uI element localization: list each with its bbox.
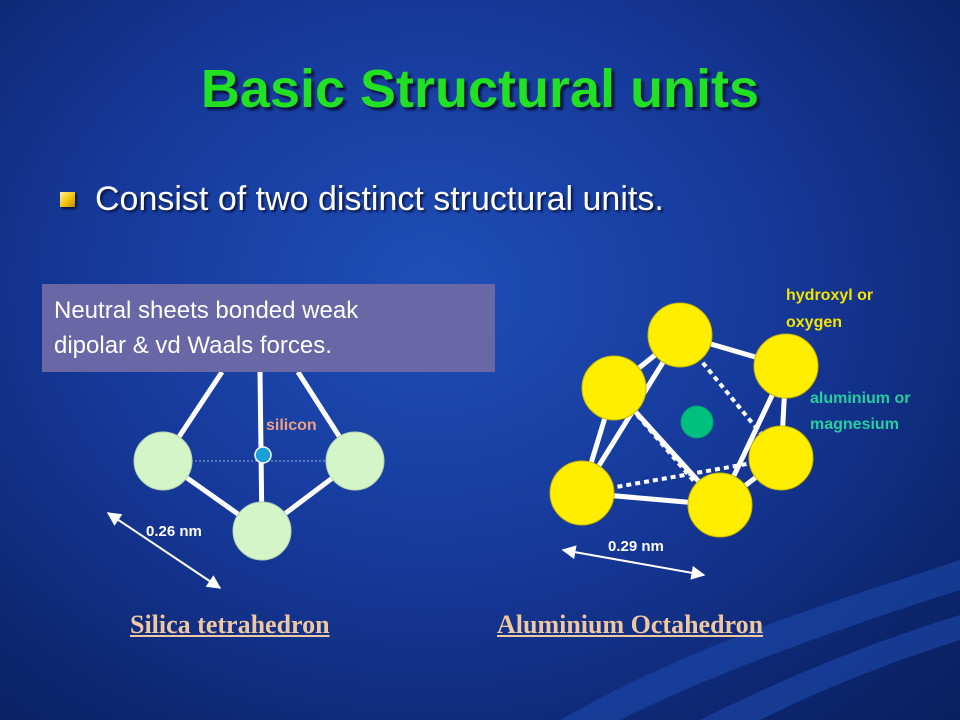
bullet-square-icon [60, 192, 75, 207]
callout-box: Neutral sheets bonded weak dipolar & vd … [42, 284, 495, 372]
silica-caption: Silica tetrahedron [130, 610, 330, 639]
hydroxyl-atom [748, 425, 814, 491]
aluminium-octahedron [549, 302, 819, 580]
octa-hidden-edge [581, 456, 782, 495]
oxygen-atom [133, 431, 193, 491]
hydroxyl-label-line: hydroxyl or [786, 287, 874, 304]
callout-line: dipolar & vd Waals forces. [54, 332, 332, 359]
tetra-dimension-label: 0.26 nm [146, 523, 202, 540]
hydroxyl-label-line: oxygen [786, 314, 843, 331]
aluminium-label: aluminium or magnesium [810, 386, 910, 438]
bullet-item: Consist of two distinct structural units… [60, 180, 664, 219]
aluminium-atom [680, 405, 714, 439]
silicon-atom [254, 446, 272, 464]
hydroxyl-atom [549, 460, 615, 526]
octa-dimension-arrow [561, 545, 706, 580]
silicon-label: silicon [266, 417, 317, 434]
slide-title: Basic Structural units [200, 59, 760, 119]
tetra-dimension-arrow [106, 512, 222, 589]
hydroxyl-atom [753, 333, 819, 399]
hydroxyl-label: hydroxyl or oxygen [786, 282, 873, 336]
aluminium-label-line: magnesium [810, 416, 899, 433]
hydroxyl-atom [647, 302, 713, 368]
octahedron-caption: Aluminium Octahedron [497, 610, 764, 639]
silica-tetrahedron [106, 370, 385, 589]
hydroxyl-atom [581, 355, 647, 421]
aluminium-label-line: aluminium or [810, 390, 911, 407]
oxygen-atom [325, 431, 385, 491]
octa-dimension-label: 0.29 nm [608, 538, 664, 555]
oxygen-atom [232, 501, 292, 561]
callout-line: Neutral sheets bonded weak [54, 297, 359, 324]
bullet-text: Consist of two distinct structural units… [95, 180, 664, 218]
hydroxyl-atom [687, 472, 753, 538]
